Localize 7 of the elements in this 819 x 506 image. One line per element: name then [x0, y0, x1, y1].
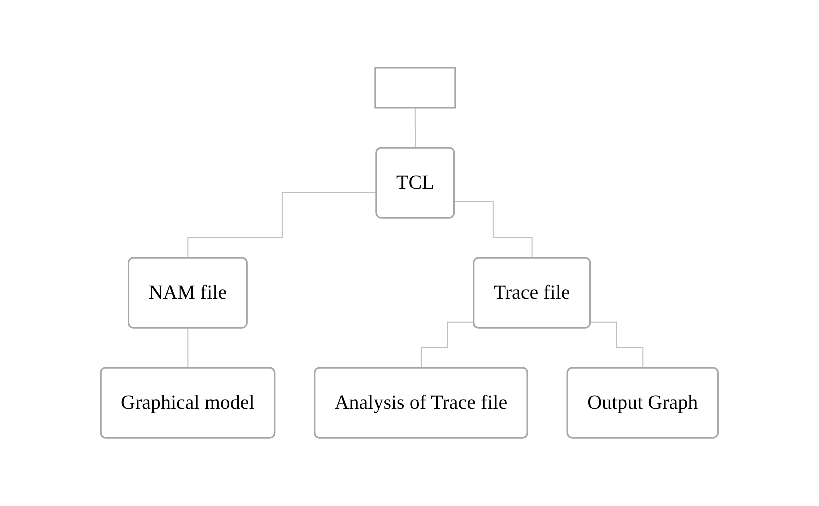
- connector: [420, 322, 475, 369]
- node-box: [374, 67, 456, 109]
- connector: [590, 322, 644, 369]
- connector: [454, 201, 533, 259]
- connector: [188, 328, 189, 369]
- connector: [188, 192, 378, 259]
- connector: [414, 108, 416, 149]
